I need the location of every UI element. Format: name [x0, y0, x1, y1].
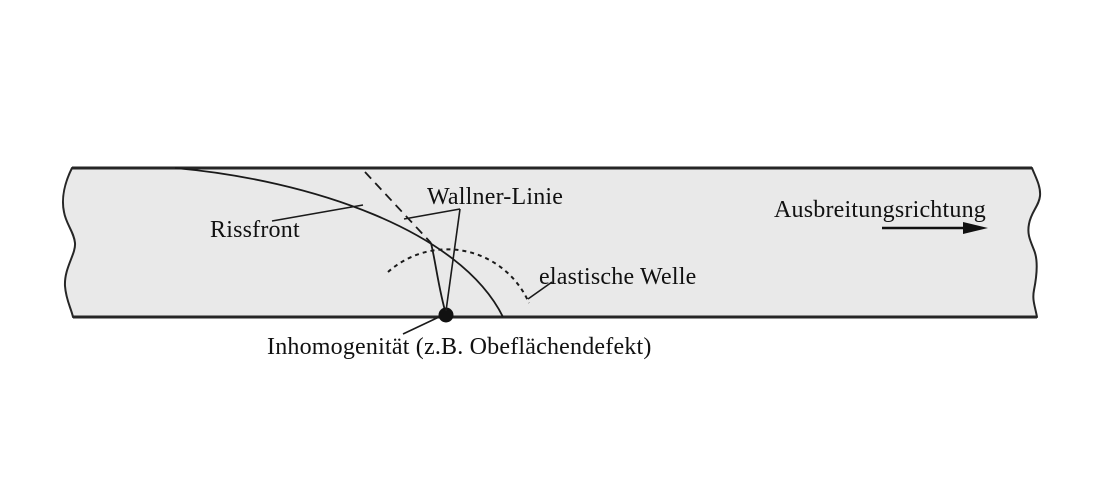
inhomogeneity-label: Inhomogenität (z.B. Obeflächendefekt): [267, 334, 652, 360]
elastic-wave-pointer-line: [527, 281, 553, 300]
crack-front-label: Rissfront: [210, 217, 300, 243]
wallner-line-label: Wallner-Linie: [427, 184, 564, 210]
band-left-torn-edge: [62, 167, 77, 318]
propagation-arrow: [882, 222, 988, 234]
wallner-line-dashed: [364, 171, 432, 244]
wallner-pointer-line-to-solid: [445, 208, 461, 312]
elastic-wave-label: elastische Welle: [539, 264, 697, 290]
material-band: [62, 168, 1041, 317]
elastic-wave-arc: [387, 248, 530, 304]
crack-front-curve: [174, 167, 504, 318]
band-right-torn-edge: [1027, 167, 1042, 318]
wallner-line-solid: [430, 242, 447, 315]
crack-front-pointer-line: [271, 204, 364, 222]
inhomogeneity-dot: [438, 307, 454, 323]
propagation-arrow-head-icon: [963, 222, 988, 234]
propagation-direction-label: Ausbreitungsrichtung: [774, 197, 986, 223]
wallner-pointer-line-to-dashed: [403, 208, 461, 220]
inhomogeneity-pointer-line: [402, 316, 440, 335]
